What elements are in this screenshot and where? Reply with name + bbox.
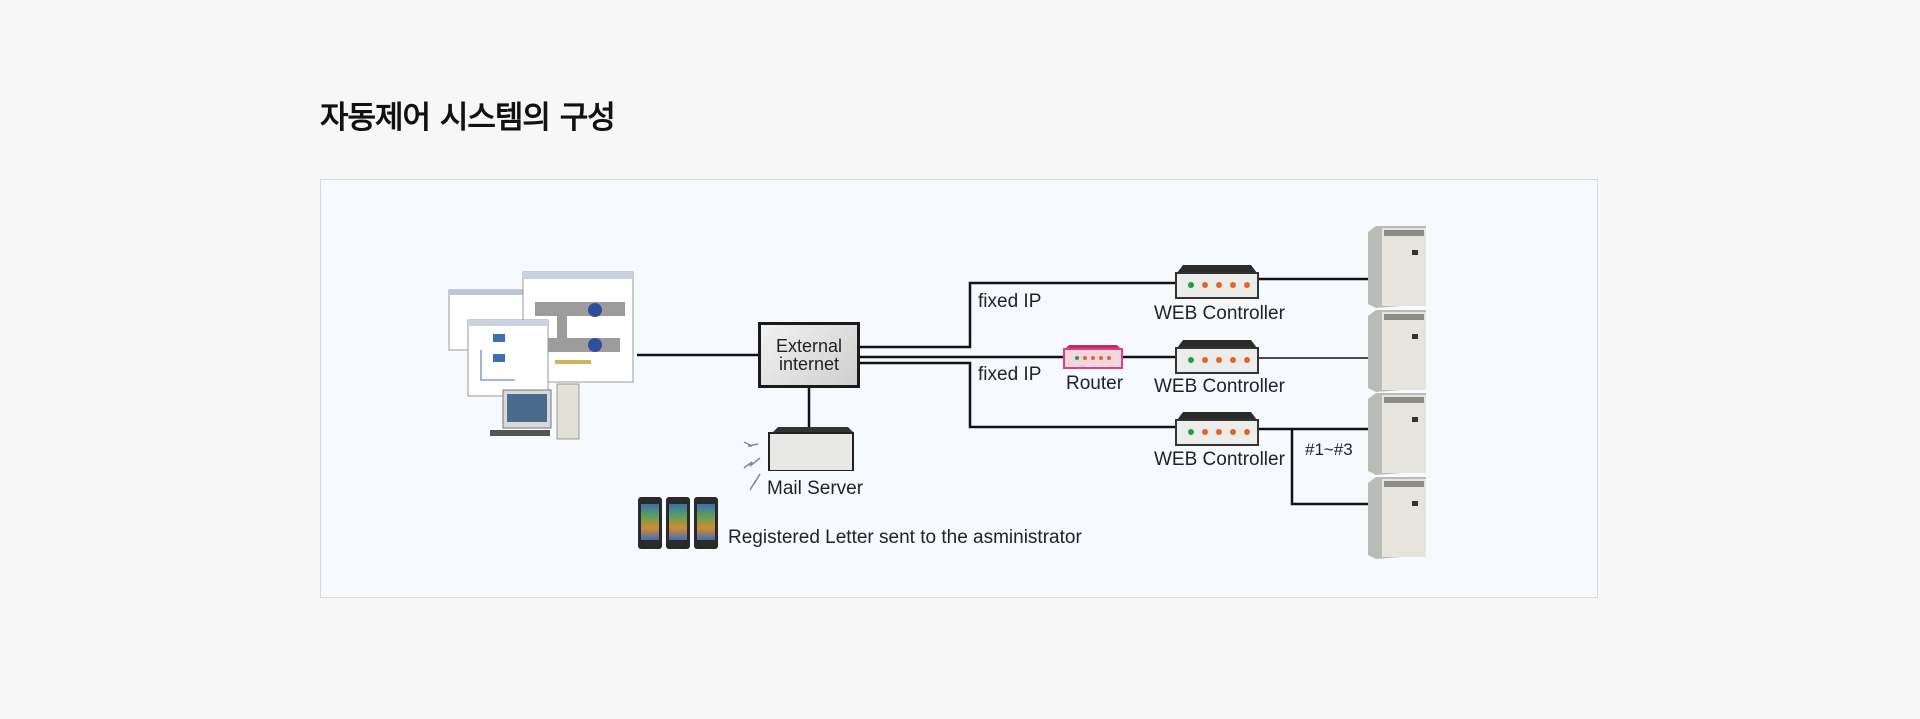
- web-controller-label: WEB Controller: [1154, 376, 1285, 397]
- web-controller-icon: [1175, 265, 1259, 299]
- web-controller-label: WEB Controller: [1154, 449, 1285, 470]
- hvac-unit-icon: [1368, 226, 1426, 308]
- smartphone-icon: [638, 497, 662, 549]
- unit-range-label: #1~#3: [1305, 440, 1353, 459]
- router-icon: [1063, 345, 1123, 369]
- wire-ctrl3-unit4: [1290, 429, 1368, 506]
- phones-caption: Registered Letter sent to the asministra…: [728, 527, 1082, 548]
- fixed-ip-label: fixed IP: [978, 291, 1042, 312]
- pc-monitoring-icon: [448, 271, 634, 440]
- internet-label-line1: External: [775, 336, 843, 356]
- hvac-unit-icon: [1368, 310, 1426, 392]
- wire-fixed-ip-1: [860, 281, 1176, 349]
- internet-label-line2: internet: [778, 354, 840, 374]
- smartphone-icon: [666, 497, 690, 549]
- page-title: 자동제어 시스템의 구성: [320, 100, 616, 136]
- fixed-ip-label: fixed IP: [978, 364, 1042, 385]
- router-label: Router: [1066, 373, 1124, 394]
- smartphone-icon: [694, 497, 718, 549]
- wire-fixed-ip-2: [860, 361, 1176, 429]
- web-controller-icon: [1175, 412, 1259, 446]
- wireless-icon: [743, 441, 761, 491]
- mail-server-label: Mail Server: [767, 478, 864, 499]
- hvac-unit-icon: [1368, 393, 1426, 475]
- web-controller-icon: [1175, 340, 1259, 374]
- mail-server-icon: [768, 427, 854, 471]
- external-internet-node: External internet: [758, 322, 860, 388]
- web-controller-label: WEB Controller: [1154, 303, 1285, 324]
- hvac-unit-icon: [1368, 477, 1426, 559]
